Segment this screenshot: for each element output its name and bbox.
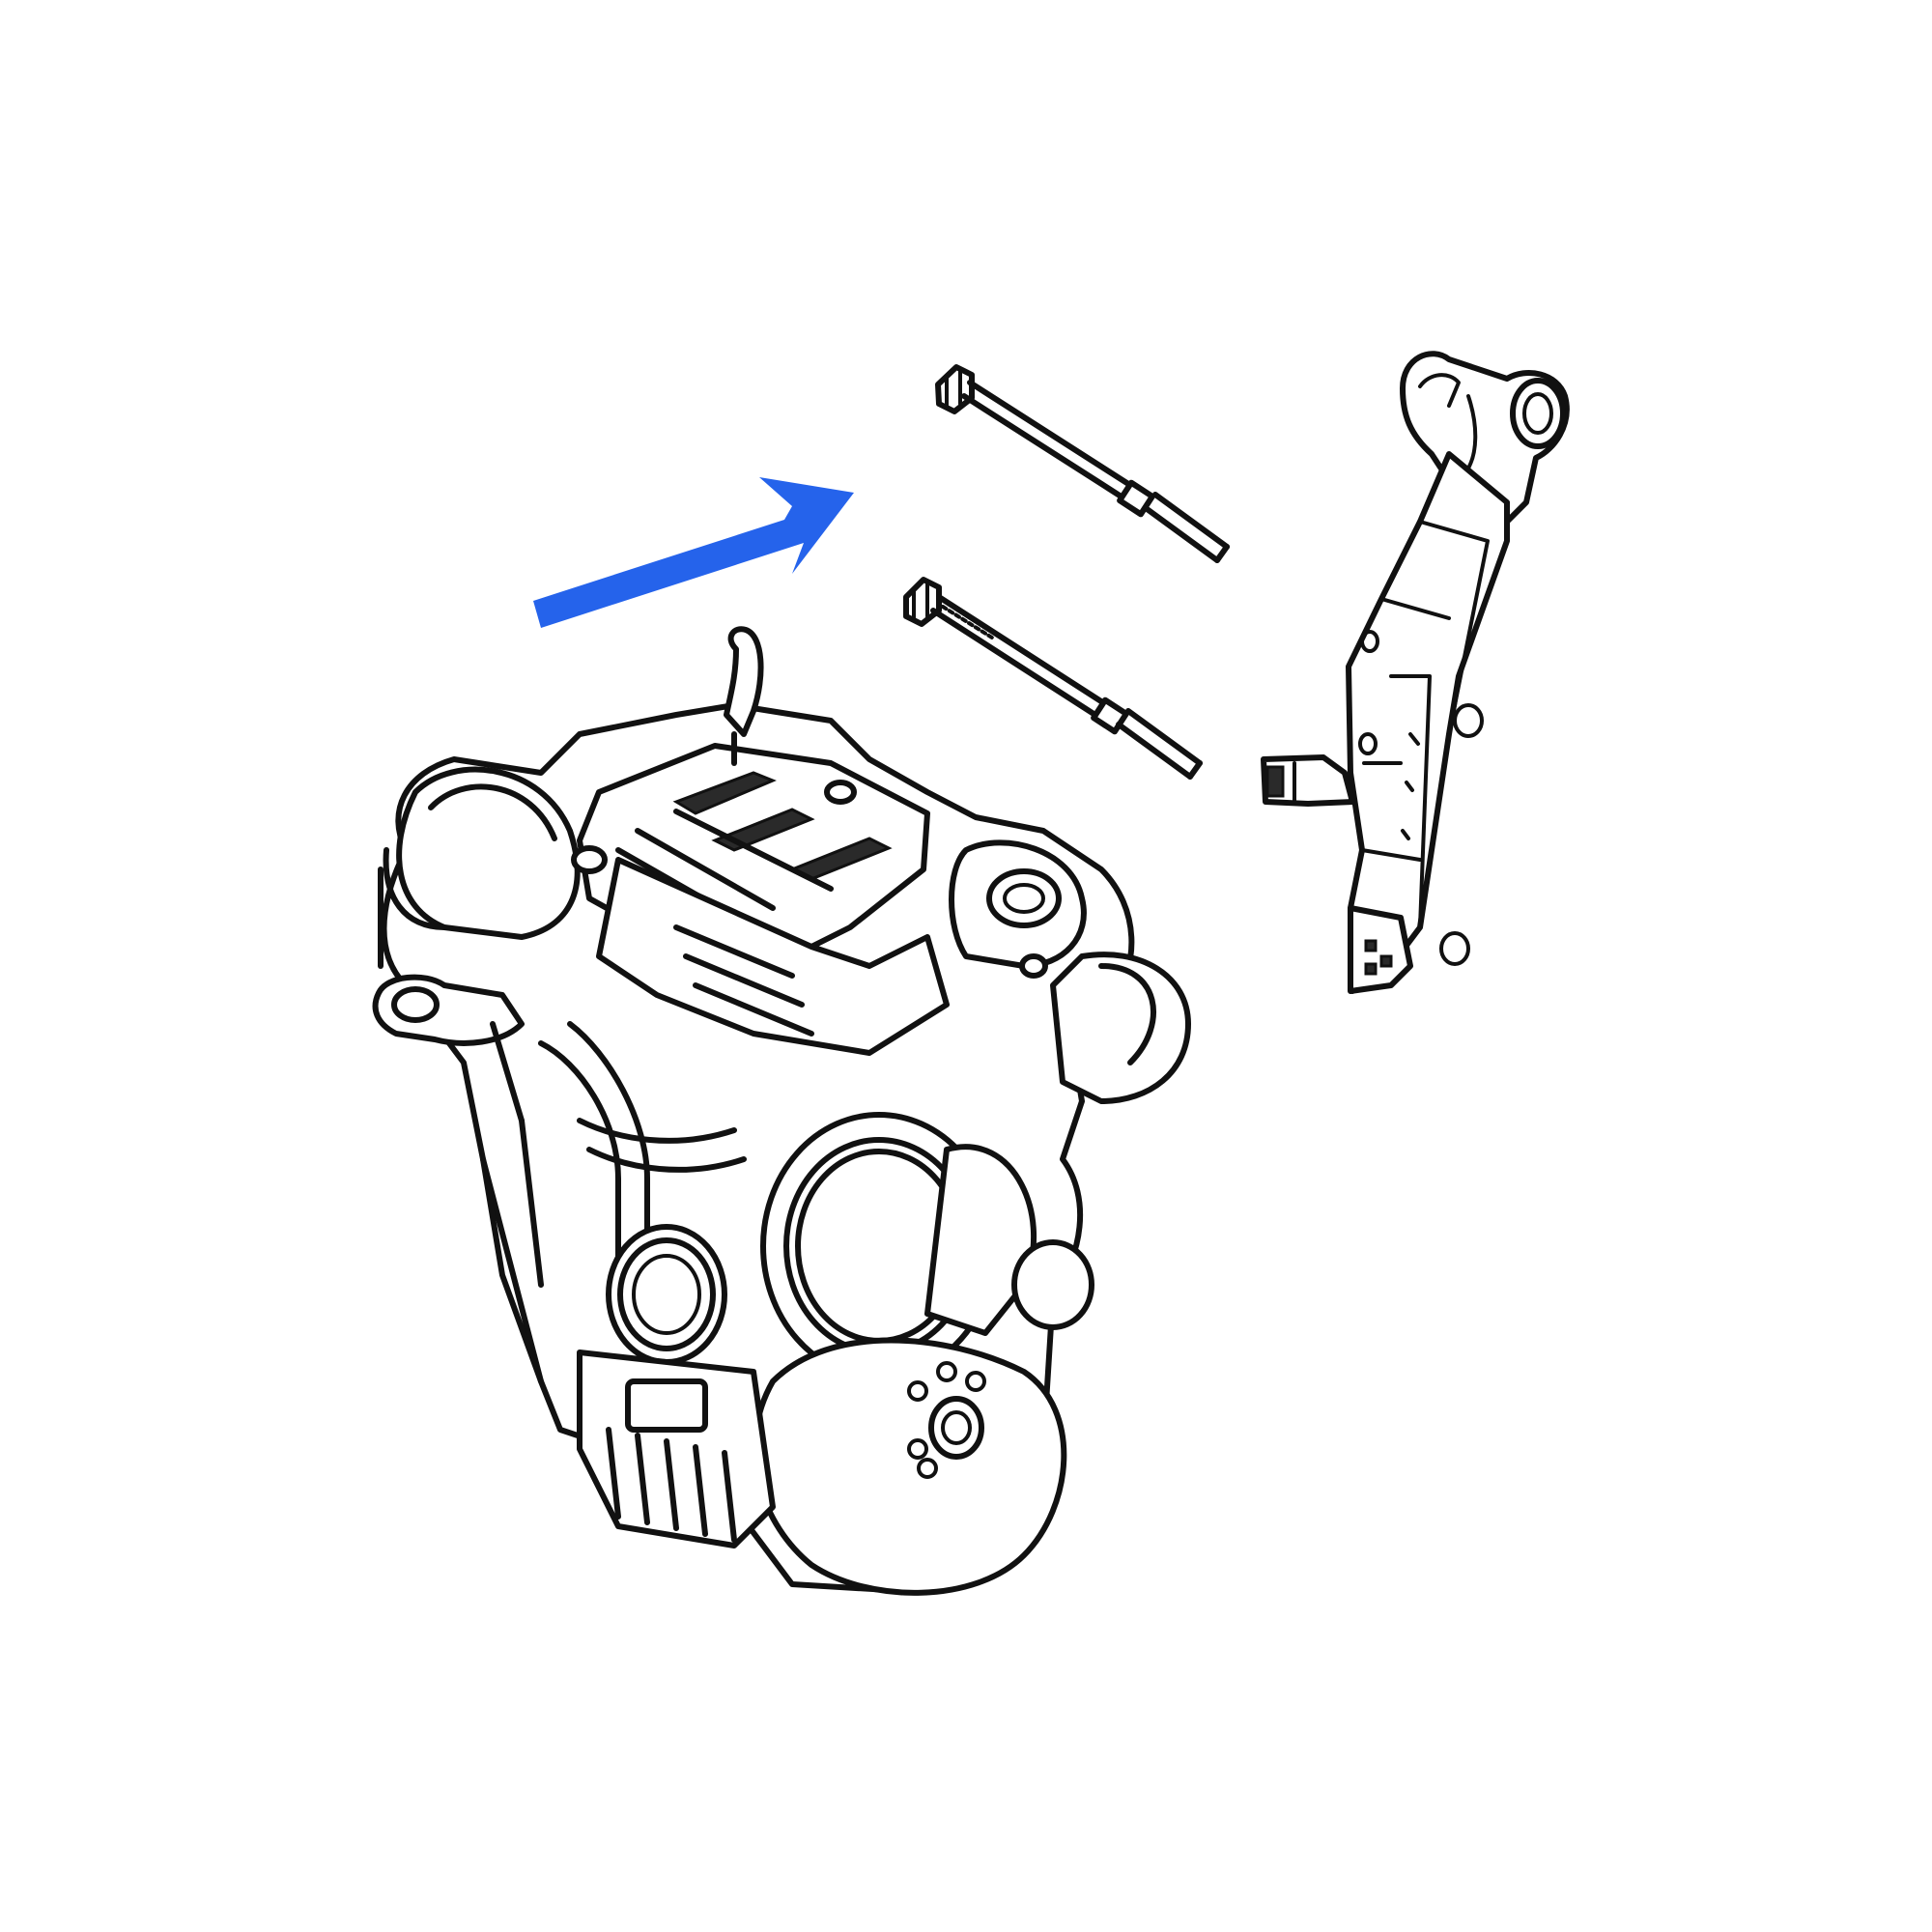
- engine-mount-bracket: [1261, 351, 1570, 994]
- bolt-lower: [903, 577, 1203, 780]
- arrow-right-icon: [533, 477, 854, 628]
- bolt-upper: [935, 364, 1230, 563]
- engine-assembly: [372, 626, 1191, 1596]
